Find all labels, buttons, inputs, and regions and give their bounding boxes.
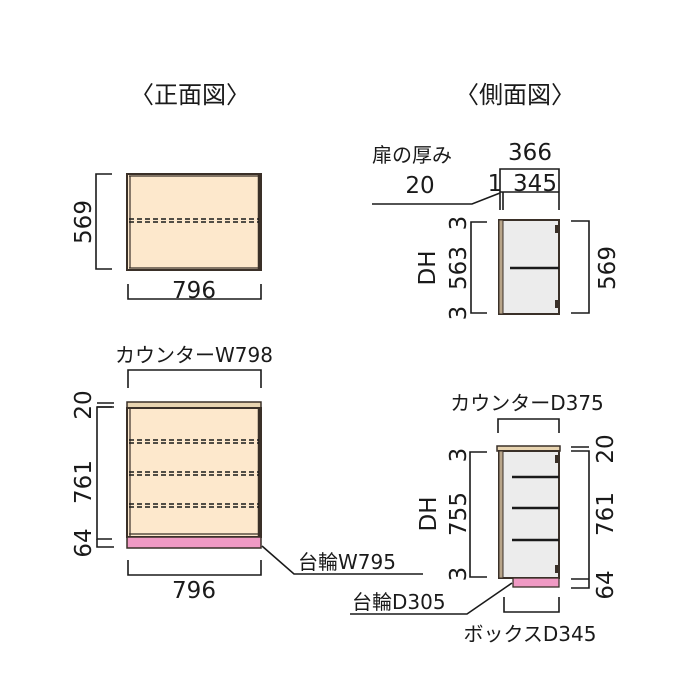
side-counter-depth: カウンターD375 xyxy=(450,391,604,415)
side-wall-top-gap: 3 xyxy=(446,216,472,231)
front-view-title: 〈正面図〉 xyxy=(130,81,250,109)
side-view-title: 〈側面図〉 xyxy=(455,81,575,109)
side-body-height: 761 xyxy=(593,492,619,536)
front-wall-height: 569 xyxy=(71,200,97,244)
side-base-dh-label: DH xyxy=(416,496,442,531)
side-counter-thickness: 20 xyxy=(593,434,619,463)
front-counter-width: カウンターW798 xyxy=(115,343,273,367)
side-wall-bottom-gap: 3 xyxy=(446,306,472,321)
side-base-cabinet xyxy=(496,445,561,588)
side-base-bottom-gap: 3 xyxy=(446,567,472,582)
front-plinth-width: 台輪W795 xyxy=(298,550,396,574)
side-wall-height: 569 xyxy=(595,246,621,290)
counter-depth-bracket xyxy=(497,418,560,433)
side-box-depth: ボックスD345 xyxy=(464,622,597,646)
plinth-depth-leader xyxy=(350,582,513,615)
front-base-cabinet xyxy=(126,401,262,549)
front-wall-height-bracket xyxy=(95,173,112,270)
front-wall-width: 796 xyxy=(172,278,216,304)
side-base-top-gap: 3 xyxy=(446,448,472,463)
side-wall-cabinet xyxy=(498,219,560,315)
front-wall-cabinet xyxy=(126,173,262,271)
door-thickness-leader xyxy=(372,192,501,205)
box-depth-bracket xyxy=(503,597,560,613)
plinth-width-leader xyxy=(261,545,423,575)
side-base-door-bracket xyxy=(469,451,487,578)
front-body-height-bracket xyxy=(96,406,112,540)
side-wall-box-depth: 345 xyxy=(513,171,557,197)
front-plinth-height-bracket xyxy=(96,539,114,548)
front-counter-thickness: 20 xyxy=(71,390,97,419)
side-plinth-depth: 台輪D305 xyxy=(352,590,446,614)
front-base-width: 796 xyxy=(172,578,216,604)
front-plinth-height: 64 xyxy=(71,528,97,557)
counter-width-bracket xyxy=(127,369,262,388)
front-body-height: 761 xyxy=(71,460,97,504)
door-thickness: 20 xyxy=(405,173,434,199)
side-plinth-height: 64 xyxy=(593,570,619,599)
side-wall-dh-label: DH xyxy=(415,250,441,285)
side-base-height-brackets xyxy=(571,446,590,589)
side-wall-gap: 1 xyxy=(488,171,503,197)
side-wall-total-depth: 366 xyxy=(508,140,552,166)
side-wall-door-bracket xyxy=(470,221,487,314)
side-base-door-height: 755 xyxy=(446,492,472,536)
side-wall-door-height: 563 xyxy=(446,246,472,290)
front-base-width-bracket xyxy=(127,560,262,576)
front-wall-width-bracket xyxy=(127,284,262,300)
door-thickness-label: 扉の厚み xyxy=(372,143,452,167)
side-wall-depth-brackets xyxy=(499,168,560,210)
side-wall-height-bracket xyxy=(571,220,590,314)
